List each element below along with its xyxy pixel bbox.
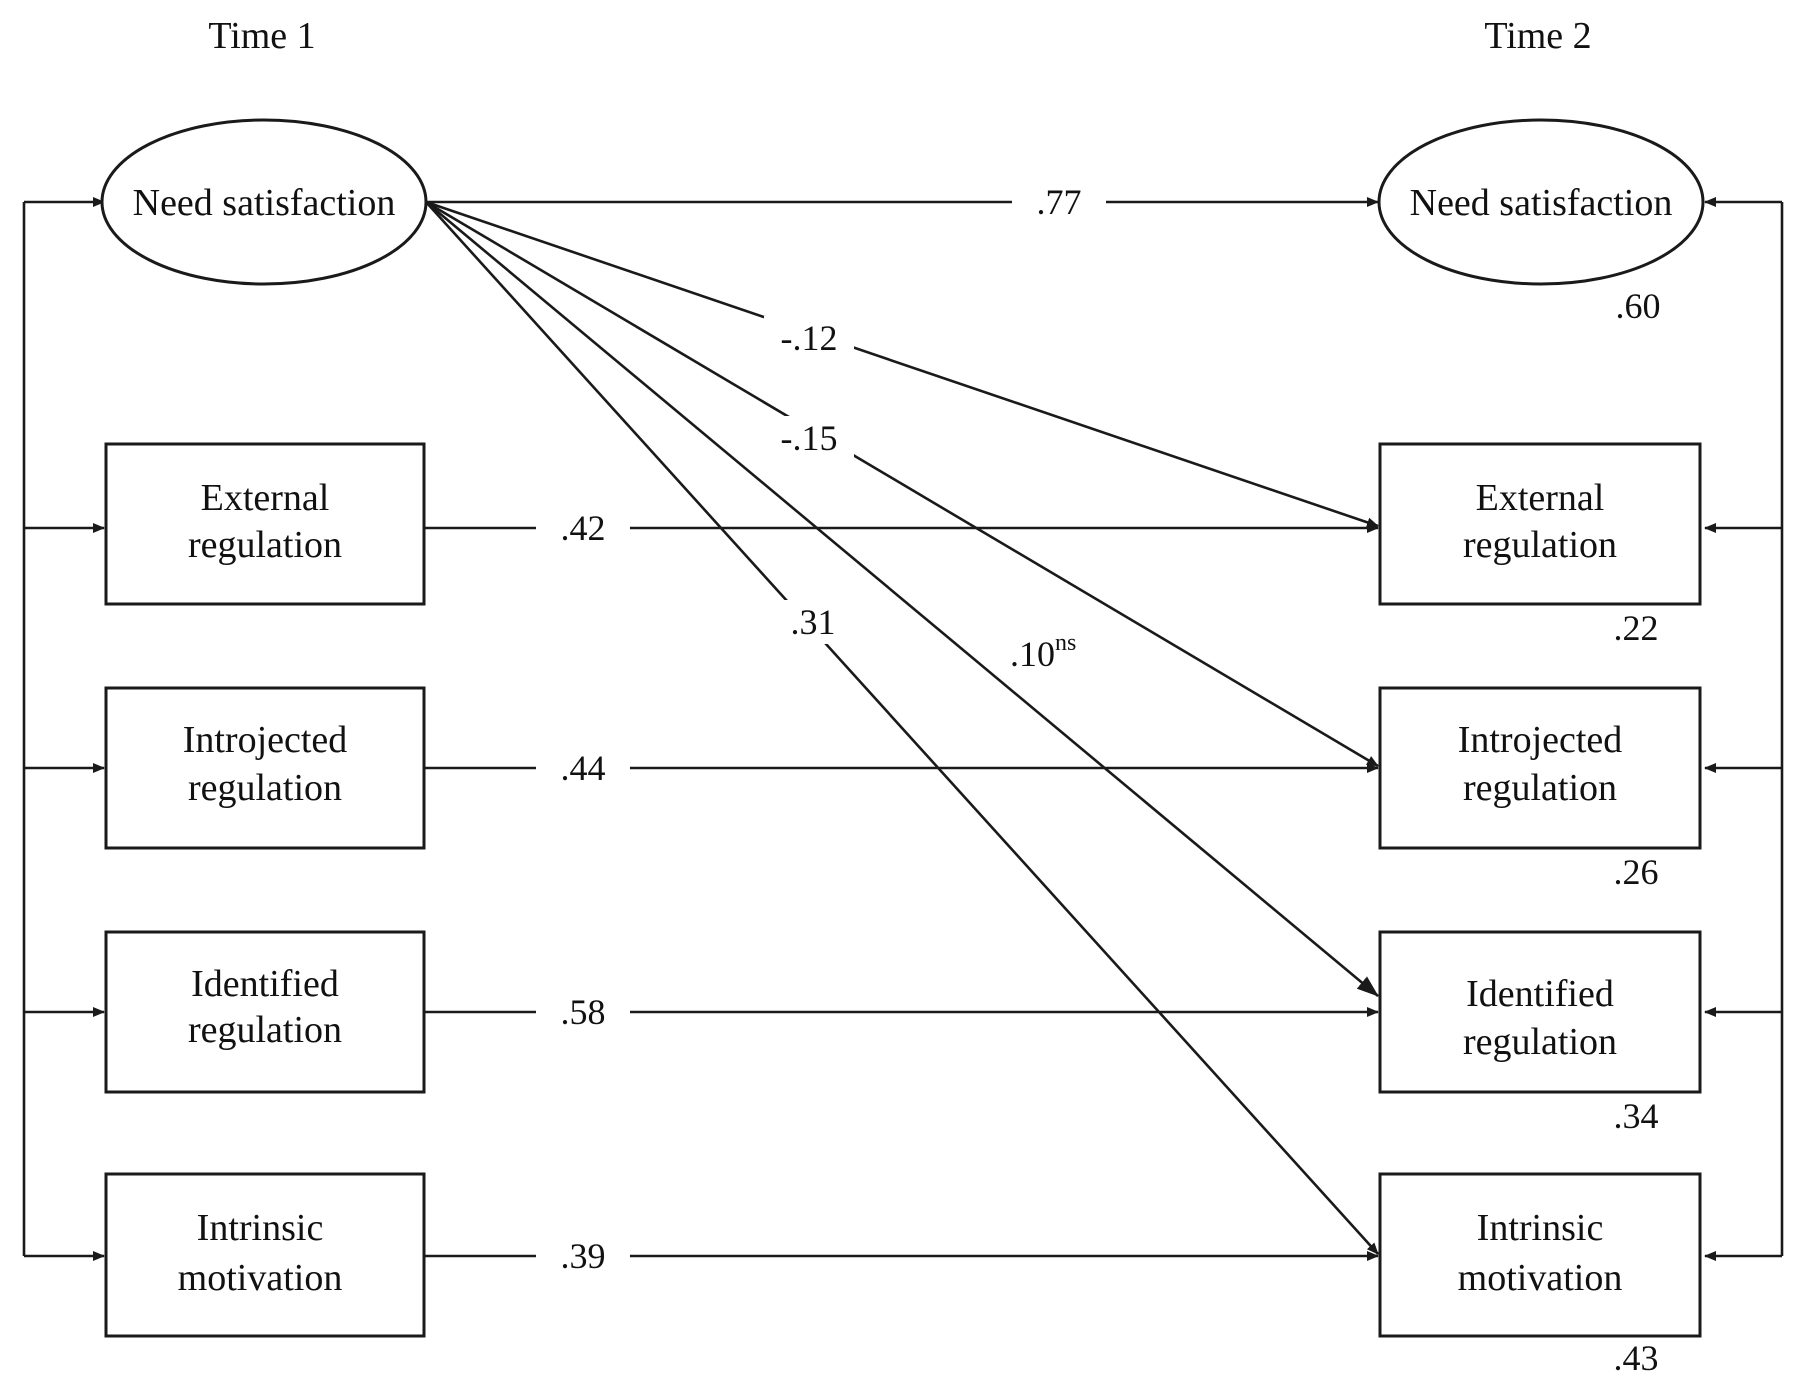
path-need-to-external xyxy=(425,200,1379,528)
t2-external-line2: regulation xyxy=(1463,524,1617,566)
t1-identified-line1: Identified xyxy=(191,963,339,1005)
time2-header: Time 2 xyxy=(1484,15,1591,57)
t1-need-satisfaction-label: Need satisfaction xyxy=(133,182,396,224)
t2-need-satisfaction-node xyxy=(1377,118,1705,286)
t2-intrinsic-line2: motivation xyxy=(1458,1257,1623,1299)
coef-external-stability: .42 xyxy=(561,508,606,548)
coef-introjected-stability: .44 xyxy=(561,748,606,788)
t1-intrinsic-line1: Intrinsic xyxy=(197,1207,324,1249)
path-need-to-introjected xyxy=(425,200,1379,768)
t2-external-r2: .22 xyxy=(1614,608,1659,648)
coef-need-to-identified-superscript: ns xyxy=(1055,630,1076,656)
t2-need-satisfaction-label: Need satisfaction xyxy=(1410,182,1673,224)
coef-intrinsic-stability: .39 xyxy=(561,1236,606,1276)
t2-introjected-line2: regulation xyxy=(1463,767,1617,809)
t1-introjected-regulation-node xyxy=(104,686,426,850)
t2-introjected-line1: Introjected xyxy=(1458,719,1623,761)
t1-external-line2: regulation xyxy=(188,524,342,566)
t2-introjected-regulation-node xyxy=(1378,686,1702,850)
t2-external-regulation-node xyxy=(1378,442,1702,606)
path-need-to-intrinsic xyxy=(425,201,1379,1255)
time1-header: Time 1 xyxy=(208,15,315,57)
coef-need-to-external: -.12 xyxy=(781,318,838,358)
time2-covariance-bracket xyxy=(1704,197,1784,1261)
t1-introjected-line2: regulation xyxy=(188,767,342,809)
coef-need-stability: .77 xyxy=(1037,182,1082,222)
t2-introjected-r2: .26 xyxy=(1614,852,1659,892)
t2-identified-regulation-node xyxy=(1378,930,1702,1094)
t1-need-satisfaction-node xyxy=(100,118,428,286)
t1-identified-line2: regulation xyxy=(188,1009,342,1051)
t1-external-line1: External xyxy=(201,477,330,519)
t2-intrinsic-motivation-node xyxy=(1378,1172,1702,1338)
t1-intrinsic-motivation-node xyxy=(104,1172,426,1338)
coef-need-to-introjected: -.15 xyxy=(781,418,838,458)
t1-identified-regulation-node xyxy=(104,930,426,1094)
coef-need-to-intrinsic: .31 xyxy=(791,602,836,642)
path-need-to-identified xyxy=(425,201,1379,997)
t2-need-satisfaction-r2: .60 xyxy=(1616,286,1661,326)
time1-covariance-bracket xyxy=(22,197,105,1261)
t1-intrinsic-line2: motivation xyxy=(178,1257,343,1299)
t2-external-line1: External xyxy=(1476,477,1605,519)
coef-identified-stability: .58 xyxy=(561,992,606,1032)
t2-identified-r2: .34 xyxy=(1614,1096,1659,1136)
t2-intrinsic-r2: .43 xyxy=(1614,1338,1659,1378)
t1-introjected-line1: Introjected xyxy=(183,719,348,761)
t2-identified-line2: regulation xyxy=(1463,1021,1617,1063)
t1-external-regulation-node xyxy=(104,442,426,606)
t2-identified-line1: Identified xyxy=(1466,973,1614,1015)
coef-need-to-identified: .10ns xyxy=(1010,630,1076,674)
t2-intrinsic-line1: Intrinsic xyxy=(1477,1207,1604,1249)
coef-need-to-identified-value: .10 xyxy=(1010,634,1055,674)
